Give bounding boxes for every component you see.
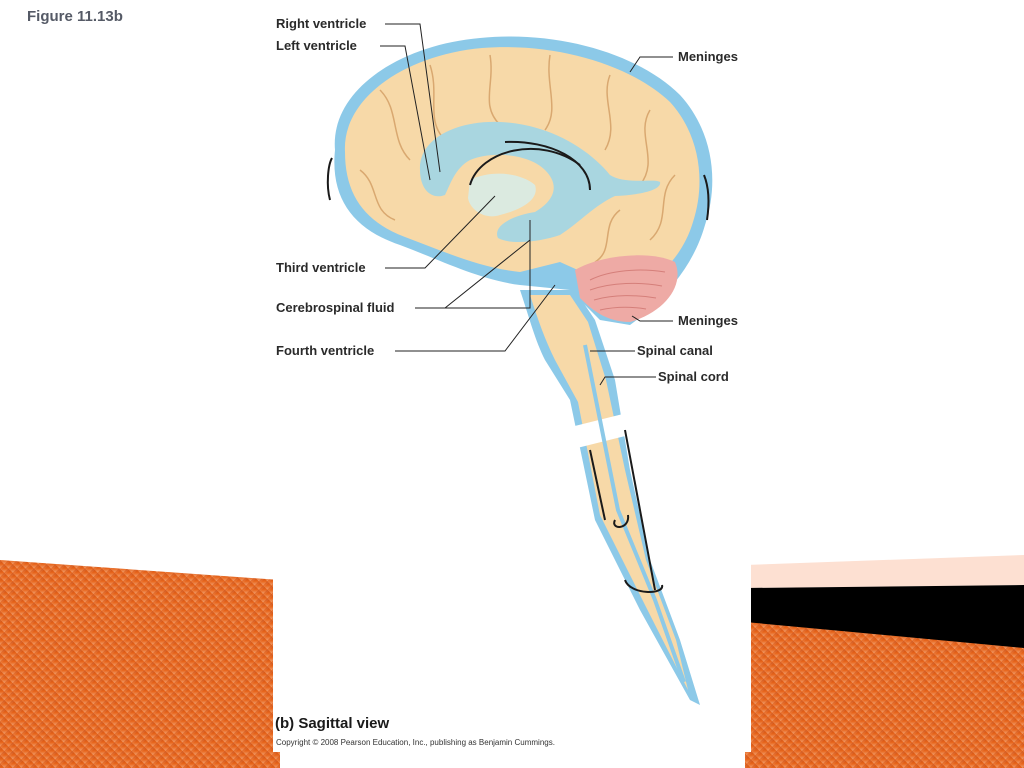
leader-lines: [380, 23, 673, 386]
label-fourth-ventricle: Fourth ventricle: [276, 343, 375, 358]
label-cerebrospinal-fluid: Cerebrospinal fluid: [276, 300, 395, 315]
lateral-ventricle: [419, 121, 661, 242]
label-meninges-bottom: Meninges: [678, 313, 738, 328]
cerebellum-folia: [589, 269, 666, 311]
orange-band-right: [745, 620, 1024, 768]
label-third-ventricle: Third ventricle: [276, 260, 366, 275]
spinal-canal: [583, 344, 686, 683]
copyright-notice: Copyright © 2008 Pearson Education, Inc.…: [276, 738, 555, 747]
label-left-ventricle: Left ventricle: [276, 38, 357, 53]
csf-flow-arrows: [326, 140, 710, 593]
orange-band-left: [0, 560, 280, 768]
cerebellum: [575, 255, 678, 322]
peach-band: [745, 555, 1024, 588]
spinal-cord-cut: [568, 413, 632, 449]
black-band: [745, 585, 1024, 648]
figure-title: Figure 11.13b: [27, 8, 123, 25]
label-right-ventricle: Right ventricle: [276, 16, 367, 31]
label-meninges-top: Meninges: [678, 49, 738, 64]
label-spinal-cord: Spinal cord: [658, 369, 729, 384]
figure-caption: (b) Sagittal view: [275, 715, 390, 732]
gyri-lines: [359, 54, 676, 263]
label-spinal-canal: Spinal canal: [637, 343, 713, 358]
